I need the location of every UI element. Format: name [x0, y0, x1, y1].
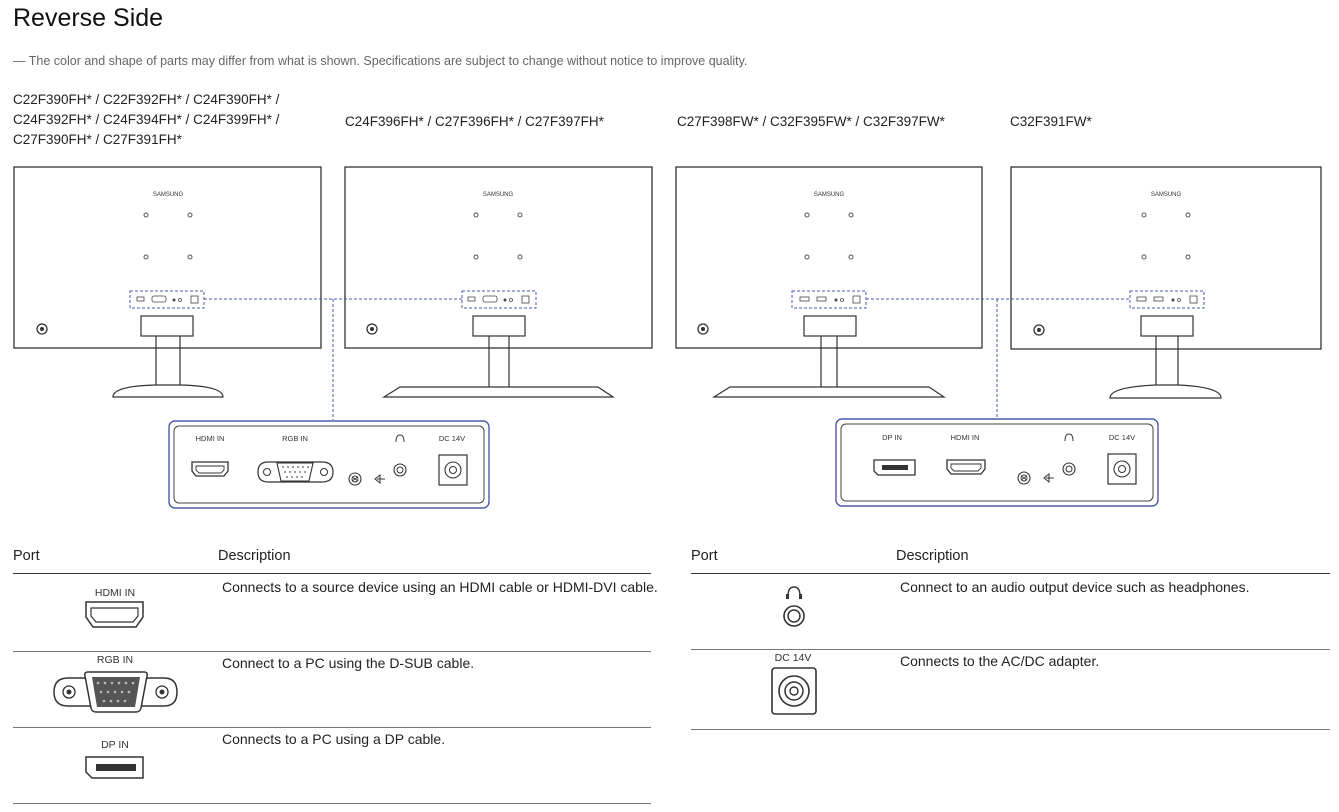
callout-connectors — [204, 298, 1130, 420]
row-description: Connects to a PC using a DP cable. — [222, 731, 446, 747]
table-header-description: Description — [218, 548, 291, 564]
rgb-label: RGB IN — [282, 434, 308, 443]
row-divider — [691, 729, 1330, 730]
row-description: Connects to the AC/DC adapter. — [900, 653, 1100, 669]
headphone-icon — [1064, 433, 1074, 442]
table-header-port: Port — [691, 548, 718, 564]
note-dash: — — [13, 54, 29, 68]
page-title: Reverse Side — [13, 4, 164, 32]
port-label: RGB IN — [96, 654, 134, 666]
headphone-jack-icon — [393, 463, 407, 477]
port-label: DC 14V — [774, 652, 812, 664]
dc-power-port-icon — [771, 667, 817, 715]
page-note: — The color and shape of parts may diffe… — [13, 54, 747, 68]
monitor-2: SAMSUNG — [344, 166, 653, 398]
model-group-1-label: C22F390FH* / C22F392FH* / C24F390FH* / C… — [13, 90, 279, 150]
row-divider — [13, 803, 651, 804]
model-line: C24F392FH* / C24F394FH* / C24F399FH* / — [13, 112, 280, 127]
table-header-rule — [13, 573, 651, 574]
port-label: HDMI IN — [94, 587, 136, 599]
table-header-rule — [691, 573, 1330, 574]
dc-label: DC 14V — [1109, 433, 1135, 442]
brand-logo: SAMSUNG — [153, 192, 184, 198]
row-description: Connect to an audio output device such a… — [900, 579, 1250, 595]
vga-port-icon — [53, 671, 178, 713]
headphone-icon — [395, 434, 405, 443]
arrow-left-icon — [374, 473, 385, 485]
headphone-jack-icon — [1062, 462, 1076, 476]
note-text: The color and shape of parts may differ … — [28, 54, 748, 68]
security-slot-icon — [1017, 471, 1031, 485]
hdmi-label: HDMI IN — [196, 434, 225, 443]
hdmi-port-icon — [946, 459, 986, 475]
displayport-icon — [873, 459, 916, 476]
port-panel-right: DP IN HDMI IN DC 14V — [835, 418, 1159, 507]
security-slot-icon — [348, 472, 362, 486]
hdmi-port-icon — [85, 601, 144, 628]
monitor-1: SAMSUNG — [13, 166, 322, 398]
table-header-port: Port — [13, 548, 40, 564]
monitor-rear-diagram: SAMSUNG SAMSUNG SAMSUNG — [13, 166, 1322, 509]
dc-power-port-icon — [1107, 453, 1137, 485]
hdmi-port-icon — [191, 461, 229, 477]
model-group-2-label: C24F396FH* / C27F396FH* / C27F397FH* — [345, 112, 604, 132]
dc-label: DC 14V — [439, 434, 465, 443]
dc-power-port-icon — [438, 454, 468, 486]
brand-logo: SAMSUNG — [1151, 192, 1182, 198]
monitor-4: SAMSUNG — [1010, 166, 1322, 399]
model-line: C22F390FH* / C22F392FH* / C24F390FH* / — [13, 92, 280, 107]
model-line: C32F391FW* — [1010, 114, 1092, 129]
model-group-4-label: C32F391FW* — [1010, 112, 1092, 132]
vga-port-icon — [257, 461, 334, 483]
brand-logo: SAMSUNG — [483, 192, 514, 198]
row-divider — [691, 649, 1330, 650]
model-line: C27F390FH* / C27F391FH* — [13, 132, 182, 147]
row-divider — [13, 651, 651, 652]
arrow-left-icon — [1043, 472, 1054, 484]
model-line: C27F398FW* / C32F395FW* / C32F397FW* — [677, 114, 945, 129]
dp-label: DP IN — [882, 433, 902, 442]
table-header-description: Description — [896, 548, 969, 564]
row-description: Connects to a source device using an HDM… — [222, 579, 658, 595]
port-label: DP IN — [101, 739, 129, 751]
row-divider — [13, 727, 651, 728]
headphone-jack-icon — [783, 586, 805, 627]
row-description: Connect to a PC using the D-SUB cable. — [222, 655, 475, 671]
port-panel-left: HDMI IN RGB IN DC 14V — [168, 420, 490, 509]
model-line: C24F396FH* / C27F396FH* / C27F397FH* — [345, 114, 604, 129]
model-group-3-label: C27F398FW* / C32F395FW* / C32F397FW* — [677, 112, 945, 132]
hdmi-label: HDMI IN — [951, 433, 980, 442]
monitor-3: SAMSUNG — [675, 166, 983, 398]
displayport-icon — [85, 756, 144, 779]
brand-logo: SAMSUNG — [814, 192, 845, 198]
